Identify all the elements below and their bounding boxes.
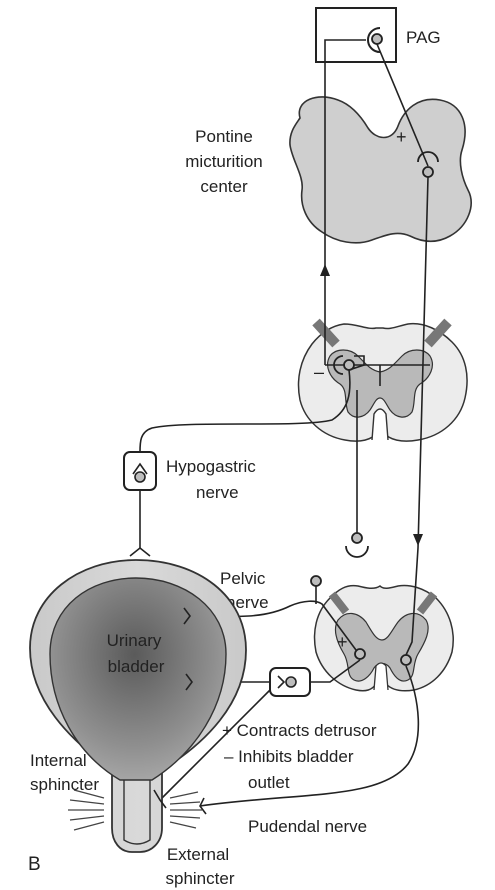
pontine-neuron [423, 167, 433, 177]
sacral-neuron-left [355, 649, 365, 659]
sacral-neuron-right [401, 655, 411, 665]
pontine-label-line3: center [200, 177, 248, 196]
thoracic-minus-sign: – [314, 362, 324, 382]
sacral-neuron-top [352, 533, 362, 543]
pelvic-label-line1: Pelvic [220, 569, 266, 588]
pelvic-ganglion [270, 668, 310, 696]
pudendal-nerve-label: Pudendal nerve [248, 817, 367, 836]
legend-inhibits-outlet-line2: outlet [248, 773, 290, 792]
legend-inhibits-outlet-line1: – Inhibits bladder [224, 747, 354, 766]
external-sphincter-label-line2: sphincter [166, 869, 235, 888]
urinary-bladder [30, 560, 246, 852]
sacral-synapse-cup [346, 546, 368, 557]
legend-contracts-detrusor: + Contracts detrusor [222, 721, 377, 740]
internal-sphincter-label-line1: Internal [30, 751, 87, 770]
external-sphincter-label-line1: External [167, 845, 229, 864]
pontine-micturition-center [290, 97, 471, 243]
figure-panel-letter: B [28, 854, 41, 875]
sacral-spinal-cord [315, 586, 454, 691]
pontine-plus-sign: + [396, 127, 407, 147]
urinary-label-line1: Urinary [107, 631, 162, 650]
pontine-label-line1: Pontine [195, 127, 253, 146]
pontine-label-line2: micturition [185, 152, 262, 171]
pag-label: PAG [406, 28, 441, 47]
hypogastric-ganglion [124, 452, 156, 556]
pag-box [316, 8, 396, 62]
urinary-label-line2: bladder [108, 657, 165, 676]
hypogastric-label-line1: Hypogastric [166, 457, 256, 476]
internal-sphincter-label-line2: sphincter [30, 775, 99, 794]
hypogastric-label-line2: nerve [196, 483, 239, 502]
sacral-plus-sign: + [337, 632, 348, 652]
pag-neuron [372, 34, 382, 44]
